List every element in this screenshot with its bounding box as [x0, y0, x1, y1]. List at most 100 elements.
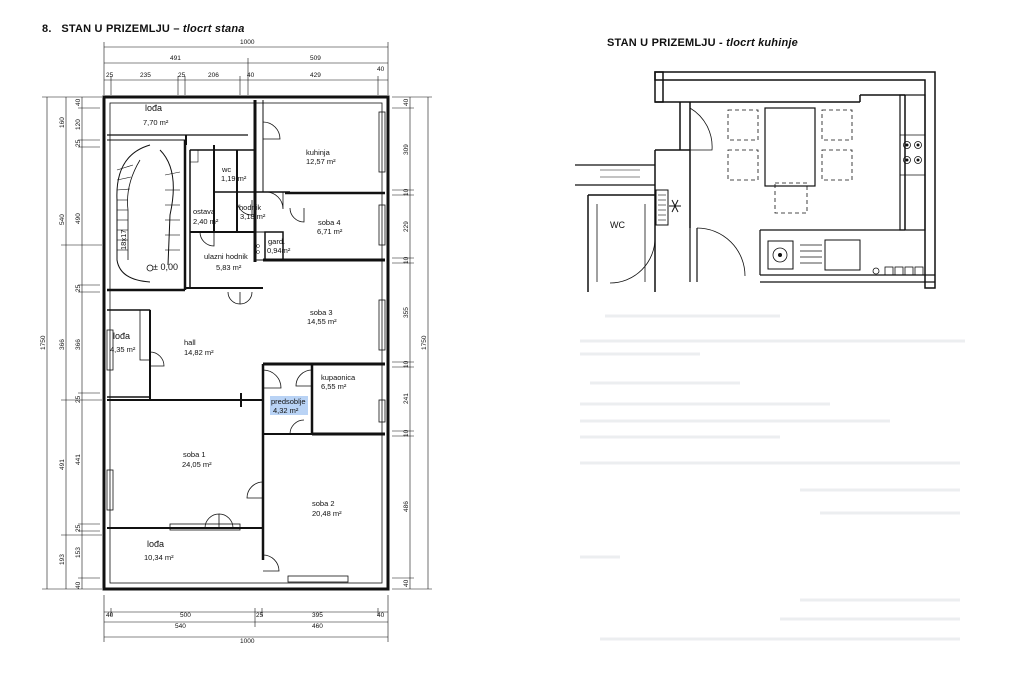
room-kupaonica-area: 6,55 m² — [321, 382, 347, 391]
dim-bottom-fine-1: 40 — [106, 612, 114, 619]
dim-left-fine-4: 25 — [75, 139, 82, 147]
dim-right-fine-8: 241 — [403, 393, 410, 404]
stair-label: 18x17 — [119, 230, 128, 250]
dim-bottom-fine-3: 25 — [256, 612, 264, 619]
dim-right-fine-11: 40 — [403, 579, 410, 587]
left-plan-title-main: STAN U PRIZEMLJU – — [61, 23, 180, 35]
room-soba1-name: soba 1 — [183, 450, 206, 459]
dim-left-fine-10: 25 — [75, 524, 82, 532]
right-plan-title-italic: tlocrt kuhinje — [726, 37, 798, 49]
room-soba1-area: 24,05 m² — [182, 460, 212, 469]
dim-left-fine-2: 120 — [75, 119, 82, 130]
dim-left-fine-6: 25 — [75, 284, 82, 292]
room-soba2-area: 20,48 m² — [312, 509, 342, 518]
room-soba4-area: 6,71 m² — [317, 227, 343, 236]
dim-right-fine-4: 229 — [403, 221, 410, 232]
room-soba4-name: soba 4 — [318, 218, 341, 227]
apartment-floor-plan — [102, 95, 390, 591]
room-kupaonica-name: kupaonica — [321, 373, 356, 382]
room-kuhinja-name: kuhinja — [306, 148, 331, 157]
faded-text-block — [580, 314, 965, 641]
room-wc-name: wc — [221, 165, 231, 174]
room-soba2-name: soba 2 — [312, 499, 335, 508]
dim-top-fine-5: 40 — [247, 72, 255, 79]
dim-top-fine-3: 25 — [178, 72, 186, 79]
dim-left-fine-8: 25 — [75, 395, 82, 403]
room-ulazni-name: ulazni hodnik — [204, 252, 248, 261]
dim-right-fine-6: 355 — [403, 307, 410, 318]
room-ostava-area: 2,40 m² — [193, 217, 219, 226]
dim-left-fine-7: 366 — [75, 339, 82, 350]
dim-left-mid-1: 540 — [59, 214, 66, 225]
dim-left-fine-5: 490 — [75, 213, 82, 224]
room-hall-area: 14,82 m² — [184, 348, 214, 357]
dim-left-mid-2: 366 — [59, 339, 66, 350]
room-hodnik-name: hodnik — [239, 203, 261, 212]
left-plan-title: 8. STAN U PRIZEMLJU – tlocrt stana — [42, 23, 245, 35]
dim-right-fine-7: 10 — [403, 360, 410, 368]
room-ostava-name: ostava — [193, 207, 216, 216]
dim-right-fine-2: 309 — [403, 144, 410, 155]
dim-top-509: 509 — [310, 55, 321, 62]
left-plan-number: 8. — [42, 23, 52, 35]
dim-bottom-fine-2: 500 — [180, 612, 191, 619]
dim-top-fine-4: 206 — [208, 72, 219, 79]
dim-top-fine-2: 235 — [140, 72, 151, 79]
dim-left-mid-3: 491 — [59, 459, 66, 470]
dim-top-491: 491 — [170, 55, 181, 62]
room-loda-left-name: lođa — [113, 331, 130, 341]
dim-right-fine-3: 10 — [403, 188, 410, 196]
room-predsoblje-area: 4,32 m² — [273, 406, 299, 415]
room-wc-area: 1,19 m² — [221, 174, 247, 183]
room-loda-bottom-area: 10,34 m² — [144, 553, 174, 562]
gas-meter-icon — [669, 199, 681, 213]
room-loda-top-area: 7,70 m² — [143, 118, 169, 127]
dimension-lines — [42, 42, 432, 642]
dim-top-fine-1: 25 — [106, 72, 114, 79]
dim-top-fine-7: 40 — [377, 66, 385, 73]
burner-dot-3 — [905, 158, 909, 162]
dim-right-fine-10: 486 — [403, 501, 410, 512]
dim-left-fine-3: 160 — [59, 117, 66, 128]
dim-left-fine-12: 40 — [75, 581, 82, 589]
right-plan-title-main: STAN U PRIZEMLJU - — [607, 37, 723, 49]
room-soba3-area: 14,55 m² — [307, 317, 337, 326]
right-plan-title: STAN U PRIZEMLJU - tlocrt kuhinje — [607, 37, 798, 49]
dim-top-fine-6: 429 — [310, 72, 321, 79]
room-loda-left-area: 4,35 m² — [110, 345, 136, 354]
dim-top-total: 1000 — [240, 39, 255, 46]
dim-bottom-mid-2: 460 — [312, 623, 323, 630]
dim-bottom-mid-1: 540 — [175, 623, 186, 630]
dim-bottom-total: 1000 — [240, 638, 255, 645]
elevation-marker: ± 0,00 — [153, 262, 178, 272]
dim-right-fine-9: 10 — [403, 429, 410, 437]
room-loda-top-name: lođa — [145, 103, 162, 113]
dim-left-mid-4: 193 — [59, 554, 66, 565]
room-hodnik-area: 3,18 m² — [240, 212, 266, 221]
dim-left-fine-11: 153 — [75, 547, 82, 558]
dim-right-fine-1: 40 — [403, 98, 410, 106]
room-hall-name: hall — [184, 338, 196, 347]
left-plan-title-italic: tlocrt stana — [182, 23, 245, 35]
burner-dot-2 — [916, 143, 920, 147]
predsoblje-highlight — [270, 396, 308, 415]
kitchen-floor-plan — [575, 71, 936, 292]
room-gard-area: 0,94m² — [267, 246, 291, 255]
dim-left-fine-1: 40 — [75, 98, 82, 106]
burner-dot-1 — [905, 143, 909, 147]
dim-left-total: 1750 — [40, 335, 47, 350]
room-soba3-name: soba 3 — [310, 308, 333, 317]
dim-left-fine-9: 441 — [75, 454, 82, 465]
dim-bottom-fine-4: 395 — [312, 612, 323, 619]
room-ulazni-area: 5,83 m² — [216, 263, 242, 272]
sink-drain-dot — [778, 253, 782, 257]
dim-right-total: 1750 — [421, 335, 428, 350]
room-gard-name: gard. — [268, 237, 285, 246]
kitchen-wc-label: WC — [610, 220, 625, 230]
room-kuhinja-area: 12,57 m² — [306, 157, 336, 166]
dim-bottom-fine-5: 40 — [377, 612, 385, 619]
burner-dot-4 — [916, 158, 920, 162]
room-loda-bottom-name: lođa — [147, 539, 164, 549]
room-predsoblje-name: predsoblje — [271, 397, 306, 406]
